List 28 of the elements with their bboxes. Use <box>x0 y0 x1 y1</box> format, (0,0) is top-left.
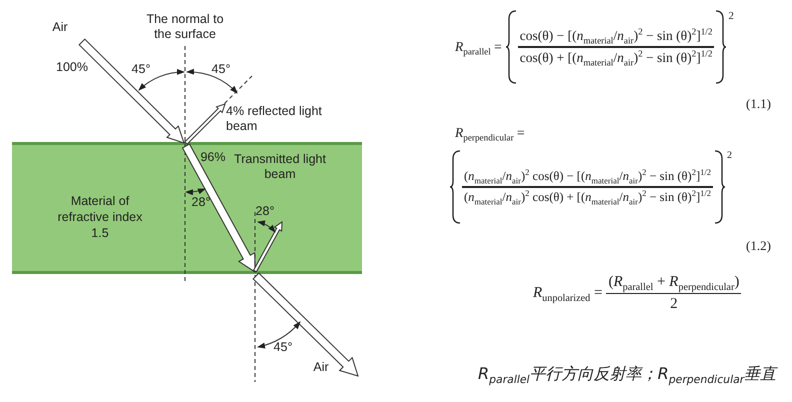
percentage-label: 100% <box>55 60 89 75</box>
equation-number: (1.1) <box>746 96 771 112</box>
percentage-label: 96% <box>199 150 227 165</box>
angle-label: 28° <box>254 204 276 219</box>
material-label: Material of refractive index 1.5 <box>56 193 144 241</box>
medium-label: Air <box>51 20 69 35</box>
caption-text: R$_{parallel}$平行方向反射率；R$_{perpendicular}$垂直 <box>478 364 776 385</box>
denominator: (n$_{material}$/n$_{air}$)$^{2}$ cos(θ) + [(n$_{material}$/n$_{air}$)$^{2}$ − sin (θ)$^{2}$]$^{1/2}$ <box>463 188 712 207</box>
denominator: 2 <box>669 295 679 314</box>
material-band <box>12 142 362 274</box>
equation-term: R$_{parallel}$ = <box>455 39 502 55</box>
exponent: 2 <box>728 10 734 22</box>
angle-label: 28° <box>190 195 212 210</box>
numerator: cos(θ) − [(n$_{material}$/n$_{air}$)$^{2}$ − sin (θ)$^{2}$]$^{1/2}$ <box>518 26 714 46</box>
beam-label: Transmitted light beam <box>233 152 327 182</box>
equation-term: R$_{unpolarized}$ = <box>533 285 602 302</box>
normal-label: The normal to the surface <box>145 12 225 42</box>
exponent: 2 <box>727 150 732 161</box>
angle-label: 45° <box>272 340 294 355</box>
numerator: (R$_{parallel}$ + R$_{perpendicular}$) <box>607 273 740 293</box>
beam-label: 4% reflected light beam <box>226 104 323 134</box>
angle-label: 45° <box>130 62 152 77</box>
denominator: cos(θ) + [(n$_{material}$/n$_{air}$)$^{2}$ − sin (θ)$^{2}$]$^{1/2}$ <box>518 48 714 68</box>
angle-label: 45° <box>210 62 232 77</box>
numerator: (n$_{material}$/n$_{air}$)$^{2}$ cos(θ) − [(n$_{material}$/n$_{air}$)$^{2}$ − sin (θ)$^{2}$]$^{1/2}$ <box>463 167 712 186</box>
medium-label: Air <box>312 360 330 375</box>
equation-term: R$_{perpendicular}$ = <box>455 125 525 141</box>
equation-number: (1.2) <box>746 238 771 254</box>
